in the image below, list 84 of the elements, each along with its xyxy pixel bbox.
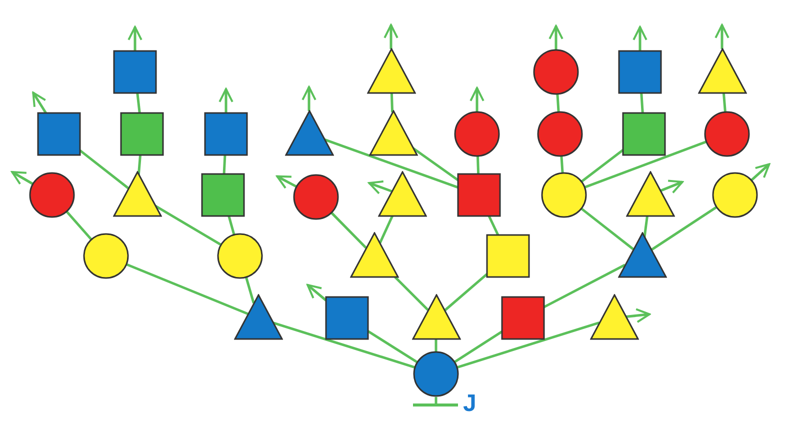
triangle-symbol xyxy=(412,294,460,340)
arrow xyxy=(128,26,142,51)
arrow xyxy=(218,88,234,113)
square-symbol xyxy=(204,112,248,156)
connector-line xyxy=(79,149,130,190)
anomeric-label: J xyxy=(463,392,476,416)
arrow xyxy=(714,24,730,49)
connector-line xyxy=(584,140,707,188)
square-symbol xyxy=(325,296,369,340)
connector-line xyxy=(722,92,726,112)
circle-symbol xyxy=(537,111,583,157)
triangle-symbol xyxy=(284,110,334,156)
connector-line xyxy=(272,321,416,369)
triangle-symbol xyxy=(366,48,416,94)
arrow xyxy=(548,25,564,50)
connector-line xyxy=(390,92,394,112)
square-symbol xyxy=(486,234,530,278)
connector-line xyxy=(650,206,718,252)
connector-line xyxy=(394,276,429,311)
square-symbol xyxy=(113,50,157,94)
square-symbol xyxy=(618,50,662,94)
square-symbol xyxy=(120,112,164,156)
connector-line xyxy=(136,92,141,114)
connector-line xyxy=(456,321,600,369)
connector-line xyxy=(643,216,648,238)
circle-symbol xyxy=(712,172,758,218)
connector-line xyxy=(543,264,626,308)
triangle-symbol xyxy=(618,232,666,278)
connector-line xyxy=(228,216,236,236)
connector-line xyxy=(454,330,503,364)
arrow xyxy=(368,180,392,194)
square-symbol xyxy=(37,112,81,156)
connector-line xyxy=(66,210,92,240)
triangle-symbol xyxy=(350,232,398,278)
connector-line xyxy=(137,154,142,176)
triangle-symbol xyxy=(234,294,282,340)
triangle-symbol xyxy=(112,171,162,217)
connector-line xyxy=(476,156,480,174)
arrow xyxy=(11,170,34,186)
triangle-symbol xyxy=(378,171,426,217)
circle-symbol xyxy=(541,172,587,218)
arrow xyxy=(632,26,648,51)
connector-line xyxy=(244,276,255,304)
connector-line xyxy=(556,94,560,112)
circle-symbol xyxy=(293,174,339,220)
arrow xyxy=(302,86,316,111)
connector-line xyxy=(324,138,458,189)
triangle-symbol xyxy=(626,171,674,217)
connector-line xyxy=(126,263,248,316)
arrow xyxy=(750,163,770,182)
arrow xyxy=(660,180,684,194)
circle-symbol xyxy=(533,49,579,95)
circle-symbol xyxy=(704,111,750,157)
connector-line xyxy=(560,156,564,174)
connector-line xyxy=(154,204,222,246)
circle-symbol xyxy=(413,351,459,397)
arrow xyxy=(32,92,47,114)
square-symbol xyxy=(201,173,245,217)
connector-line xyxy=(412,147,459,182)
square-symbol xyxy=(622,112,666,156)
connector-line xyxy=(367,330,418,364)
triangle-symbol xyxy=(698,48,746,94)
connector-line xyxy=(580,149,624,183)
connector-line xyxy=(580,208,634,250)
circle-symbol xyxy=(29,172,75,218)
arrow xyxy=(306,284,327,302)
arrow xyxy=(384,24,398,49)
connector-line xyxy=(222,154,226,174)
arrow xyxy=(276,175,298,189)
connector-line xyxy=(444,273,488,312)
triangle-symbol xyxy=(590,294,638,340)
connector-line xyxy=(378,215,394,244)
triangle-symbol xyxy=(368,110,418,156)
arrow xyxy=(626,308,650,323)
connector-line xyxy=(330,212,367,249)
connector-line xyxy=(434,339,438,352)
square-symbol xyxy=(457,173,501,217)
square-symbol xyxy=(501,296,545,340)
circle-symbol xyxy=(454,111,500,157)
connector-line xyxy=(488,215,500,236)
connector-line xyxy=(640,92,644,114)
circle-symbol xyxy=(217,233,263,279)
circle-symbol xyxy=(83,233,129,279)
arrow xyxy=(470,87,484,112)
